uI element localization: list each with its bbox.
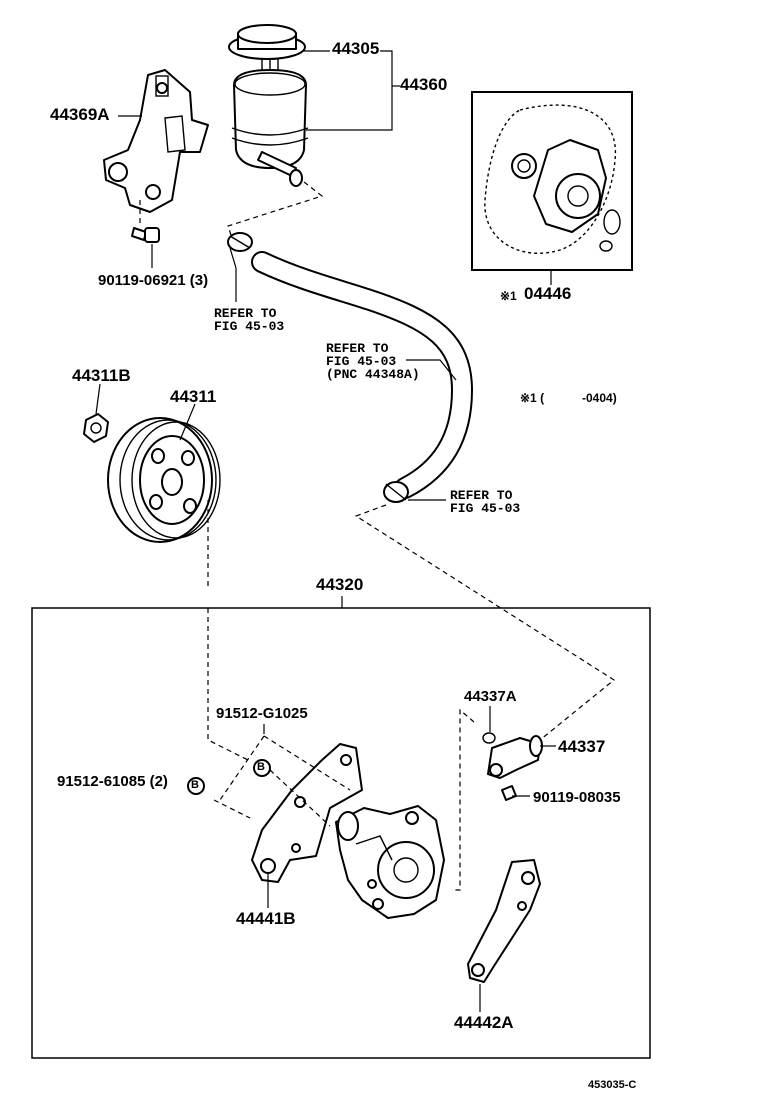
return-hose (251, 251, 474, 499)
bracket-44442A (467, 859, 541, 983)
footnote-mark: ※1 ( (520, 391, 545, 405)
label-44369A: 44369A (50, 105, 110, 124)
label-90119-06921: 90119-06921 (3) (98, 272, 209, 289)
label-91512-61085: 91512-61085 (2) (57, 773, 168, 790)
label-44311B: 44311B (72, 366, 131, 385)
label-90119-08035: 90119-08035 (533, 789, 621, 806)
note-refer-fig-45-03-hose: REFER TO FIG 45-03 (PNC 44348A) (326, 341, 420, 382)
bolt-90119-08035 (501, 785, 517, 801)
note-refer-fig-45-03-upper: REFER TO FIG 45-03 (214, 306, 285, 334)
label-44441B: 44441B (236, 909, 296, 928)
pump-assembly-frame-44320 (31, 607, 651, 1059)
footnote-range: -0404) (582, 391, 617, 405)
pulley-44311 (107, 417, 221, 543)
bolt-symbol-b-left: B (191, 779, 199, 791)
power-steering-pump (335, 805, 445, 919)
note-refer-fig-45-03-lower: REFER TO FIG 45-03 (450, 488, 521, 516)
footnote-mark-04446: ※1 (500, 289, 517, 303)
hose-clamp-upper (227, 232, 253, 252)
label-44360: 44360 (400, 75, 448, 94)
union-44337 (482, 732, 543, 779)
reservoir-tank-44360 (231, 69, 309, 187)
nut-44311B (83, 413, 109, 443)
bolt-symbol-b-right: B (257, 761, 265, 773)
drawing-id: 453035-C (588, 1079, 637, 1091)
hose-clamp-lower (383, 481, 409, 503)
label-44337A: 44337A (464, 688, 517, 705)
bolt-90119-06921 (131, 227, 160, 243)
label-44320: 44320 (316, 575, 364, 594)
gasket-kit-04446 (471, 91, 633, 271)
label-44305: 44305 (332, 39, 380, 58)
bracket-44369A (103, 69, 209, 213)
bracket-44441B (251, 743, 363, 883)
label-44337: 44337 (558, 737, 606, 756)
label-91512-G1025: 91512-G1025 (216, 705, 308, 722)
label-04446: 04446 (524, 284, 572, 303)
reservoir-cap-44305 (228, 24, 306, 72)
label-44311: 44311 (170, 387, 217, 406)
label-44442A: 44442A (454, 1013, 514, 1032)
